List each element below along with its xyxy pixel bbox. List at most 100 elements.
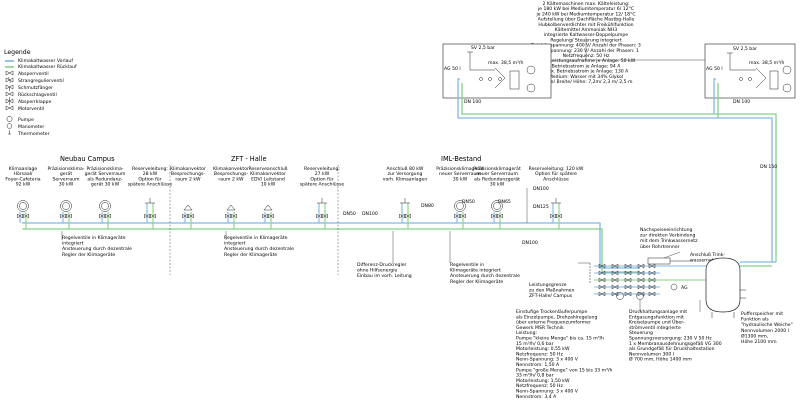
dn100-label: DN 100 (733, 99, 750, 105)
buffer-tank (705, 257, 776, 318)
dn100-label: DN 100 (464, 99, 481, 105)
valve-icon (550, 213, 556, 219)
chiller-note-line: Länge/ Breite/ Höhe: 7,2m/ 2,3 m/ 2,5 m (539, 79, 633, 85)
check-valve-icon (5, 91, 14, 97)
refill-unit (647, 257, 671, 265)
chiller-note-line: Medium: Wasser mit 34% Glykol (549, 74, 623, 80)
note-nachspeise: über Rohrtrenner (640, 244, 680, 250)
consumer-label: Reserveleitung: (132, 166, 168, 172)
legend-item-label: Pumpe (18, 117, 34, 123)
note-leistungsgrenze: Leistungsgrenze (529, 282, 567, 288)
legend-item-label: Absperrklappe (18, 99, 51, 105)
note-regelventile: Regler der Klimageräte (224, 252, 277, 258)
consumer-label: zur Versorgung (388, 171, 423, 177)
consumer-label: gerät Serverraum (85, 171, 126, 177)
consumer-label: 30 kW (59, 182, 74, 188)
dn-label: DN100 (362, 211, 378, 217)
dn-label: DN65 (498, 199, 511, 205)
pump-icon (782, 65, 792, 75)
chiller-note-line: max. Betriebsstrom je Anlage: 130 A (544, 69, 629, 75)
note-trinkwasser: wassernetz (690, 258, 717, 264)
note-pumps: Nennstrom: 3,4 A (516, 394, 557, 400)
chiller-note-line: je 180 kW bei Mediumtemperatur 6/ 12°C (537, 6, 634, 12)
flow-label: max. 38,5 m³/h (488, 60, 523, 66)
valve-icon (611, 270, 619, 276)
gauge-icon (6, 123, 13, 129)
note-differenzdruck: Differenz-Druckregler (357, 262, 407, 268)
note-regelventile: integriert (62, 241, 84, 247)
note-druckhaltung: Druckhaltungsanlage mit (629, 309, 687, 315)
valve-icon (150, 213, 156, 219)
legend-item-label: Thermometer (17, 131, 50, 137)
reserve-cap-icon (317, 198, 327, 204)
consumer-label: 92 kW (16, 182, 31, 188)
valve-icon (322, 213, 328, 219)
note-regelventile: Ansteuerung durch dezentrale (450, 273, 520, 279)
valve-icon (598, 270, 606, 276)
note-druckhaltung: Steuerung (629, 330, 653, 336)
consumer-label: Reserveleitung: 120 kW (529, 166, 584, 172)
note-druckhaltung: als Grundgefäß für Druckhaltestation (629, 346, 715, 352)
consumer-label: raum 2 kW (218, 176, 244, 182)
consumer-label: Klimaanlage (9, 166, 38, 172)
valve-icon (188, 213, 194, 219)
valve-icon (598, 263, 606, 269)
note-regelventile: Ansteuerung durch dezentrale (62, 246, 132, 252)
note-puffer: Nennvolumen 2000 l (741, 328, 789, 334)
chiller-note-line: max. Leistungsaufnahme je Anlage: 50 kW (537, 58, 636, 64)
legend-item-label: Schmutzfänger (18, 85, 53, 91)
dn-label: DN80 (421, 203, 434, 209)
chiller-box (769, 70, 779, 90)
consumer-label: Präzisionsklima- (47, 166, 84, 172)
consumer-label: EDV/ Leitstand (251, 176, 285, 182)
strainer-icon (5, 84, 14, 91)
note-differenzdruck: ohne Hilfsenergie (357, 268, 398, 274)
consumer-label: spätere Anschlüsse (300, 182, 345, 188)
consumer-label: gerät (60, 171, 72, 177)
valve-icon (231, 213, 237, 219)
valve-icon (637, 277, 645, 283)
consumer-label: neuer Serverraum (476, 171, 518, 177)
note-pumps: Nenn-Spannung: 3 x 400 V (516, 389, 579, 395)
convector-icon (226, 204, 236, 211)
valve-icon (611, 291, 619, 297)
consumer-label: Hörsaal/ (13, 171, 32, 177)
reserve-cap-icon (400, 198, 410, 204)
note-puffer: Ø1300 mm, (741, 332, 769, 339)
legend: Legende Klimakaltwasser VorlaufKlimakalt… (4, 49, 77, 137)
convector-icon (263, 204, 273, 211)
chiller-note-line: Kältemittel Ammoniak NH3 (555, 27, 617, 33)
valve-icon (648, 277, 656, 283)
note-pumps: Netzfrequenz: 50 Hz (516, 351, 563, 357)
valve-icon (598, 291, 606, 297)
note-pumps: Nennstrom: 1,50 A (516, 362, 560, 368)
legend-item-label: Klimakaltwasser Vorlauf (18, 58, 73, 64)
valve-icon (598, 284, 606, 290)
legend-item-label: Manometer (18, 124, 44, 130)
pump-icon (616, 292, 624, 300)
note-regelventile: integriert (224, 241, 246, 247)
thermo-icon (8, 130, 11, 135)
pump-station: AG (578, 251, 706, 312)
note-druckhaltung: Ø 700 mm, Höhe 1400 mm (629, 356, 692, 363)
section-neubau: Neubau Campus (60, 155, 115, 163)
chiller-note-line: 2 Kältemaschinen max. Kälteleistung: (543, 1, 630, 7)
note-puffer: Funktion als (741, 317, 769, 323)
reserve-cap-icon (145, 198, 155, 204)
unit-coil-icon (99, 200, 111, 212)
butterfly-icon (5, 97, 14, 105)
note-pumps: Einstufige Trockenläuferpumpe (516, 309, 587, 315)
consumer-label: Präzisionsklima- (86, 166, 123, 172)
unit-coil-icon (60, 200, 72, 212)
expansion-vessel-icon (670, 283, 678, 291)
valve-icon (497, 213, 503, 219)
valve-icon (648, 270, 656, 276)
